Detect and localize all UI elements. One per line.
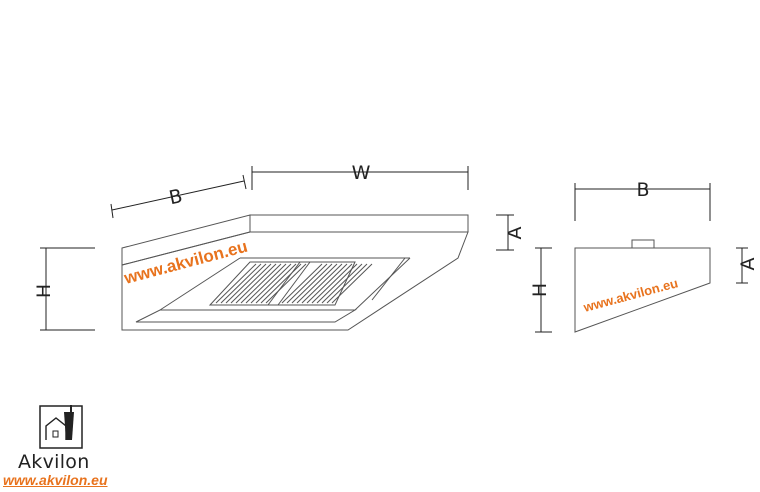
side-dim-b-label: B [636, 179, 649, 201]
side-view [574, 239, 711, 333]
filter-slat [215, 263, 257, 304]
filter-slat [326, 263, 368, 304]
front-dimensions [40, 166, 514, 331]
filter-slat [225, 263, 267, 304]
hood-front-panel [121, 231, 469, 331]
brand-url-link[interactable]: www.akvilon.eu [3, 472, 108, 488]
hood-top-rim [249, 214, 469, 233]
dim-w-label: W [352, 162, 371, 184]
filter-slat [245, 263, 287, 304]
filter-slat [260, 263, 302, 304]
hood-opening [135, 309, 357, 323]
filter-slat [255, 263, 297, 304]
filter-slat [301, 263, 343, 304]
filter-slat [235, 263, 277, 304]
filter-slat [265, 263, 307, 304]
filter-slat [321, 263, 363, 304]
filter-slats [215, 263, 373, 304]
filter-slat [220, 263, 262, 304]
side-dim-a-label: A [737, 258, 759, 271]
brand-name: Akvilon [18, 451, 90, 473]
dim-b-label: B [167, 185, 184, 209]
front-view [121, 214, 469, 331]
filter-slat [250, 263, 292, 304]
watermark-front: www.akvilon.eu [121, 237, 249, 288]
akvilon-logo-icon [39, 405, 83, 449]
filter-slat [291, 263, 333, 304]
side-collar [631, 239, 655, 249]
filter-slat [306, 263, 348, 304]
dim-h-label: H [33, 284, 55, 298]
filter-slat [296, 263, 338, 304]
filter-slat [230, 263, 272, 304]
filter-slat [331, 263, 373, 304]
side-dimensions [535, 183, 748, 333]
dim-a-label: A [504, 227, 526, 240]
filter-slat [240, 263, 282, 304]
filter-slat [281, 263, 323, 304]
filter-slat [311, 263, 353, 304]
side-dim-h-label: H [529, 283, 551, 297]
side-profile [574, 247, 711, 333]
watermark-side: www.akvilon.eu [581, 275, 680, 315]
grease-filters [208, 261, 356, 306]
filter-slat [286, 263, 328, 304]
filter-slat [316, 263, 358, 304]
